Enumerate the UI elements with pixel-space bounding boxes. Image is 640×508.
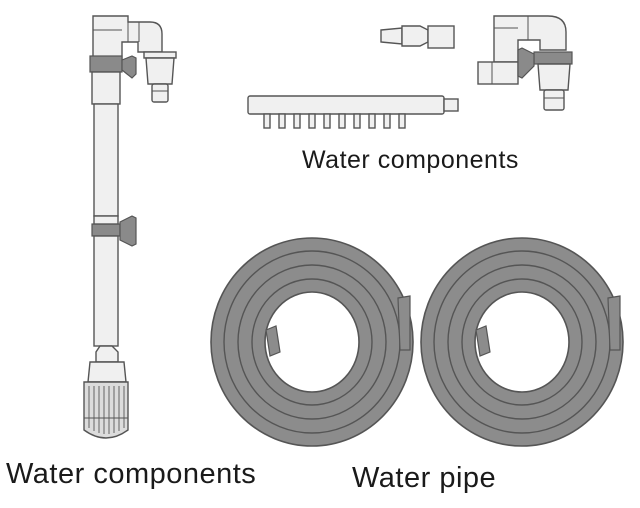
outlet-elbow-icon [477, 15, 573, 111]
nozzle-icon [380, 25, 455, 49]
coiled-hose-icon [210, 237, 414, 447]
coiled-hose-icon [420, 237, 624, 447]
spray-bar-icon [247, 95, 459, 129]
caption-water-components-bottom: Water components [6, 458, 257, 490]
caption-water-pipe: Water pipe [352, 462, 497, 494]
intake-pipe-icon [83, 15, 177, 439]
caption-water-components-top: Water components [302, 146, 519, 174]
